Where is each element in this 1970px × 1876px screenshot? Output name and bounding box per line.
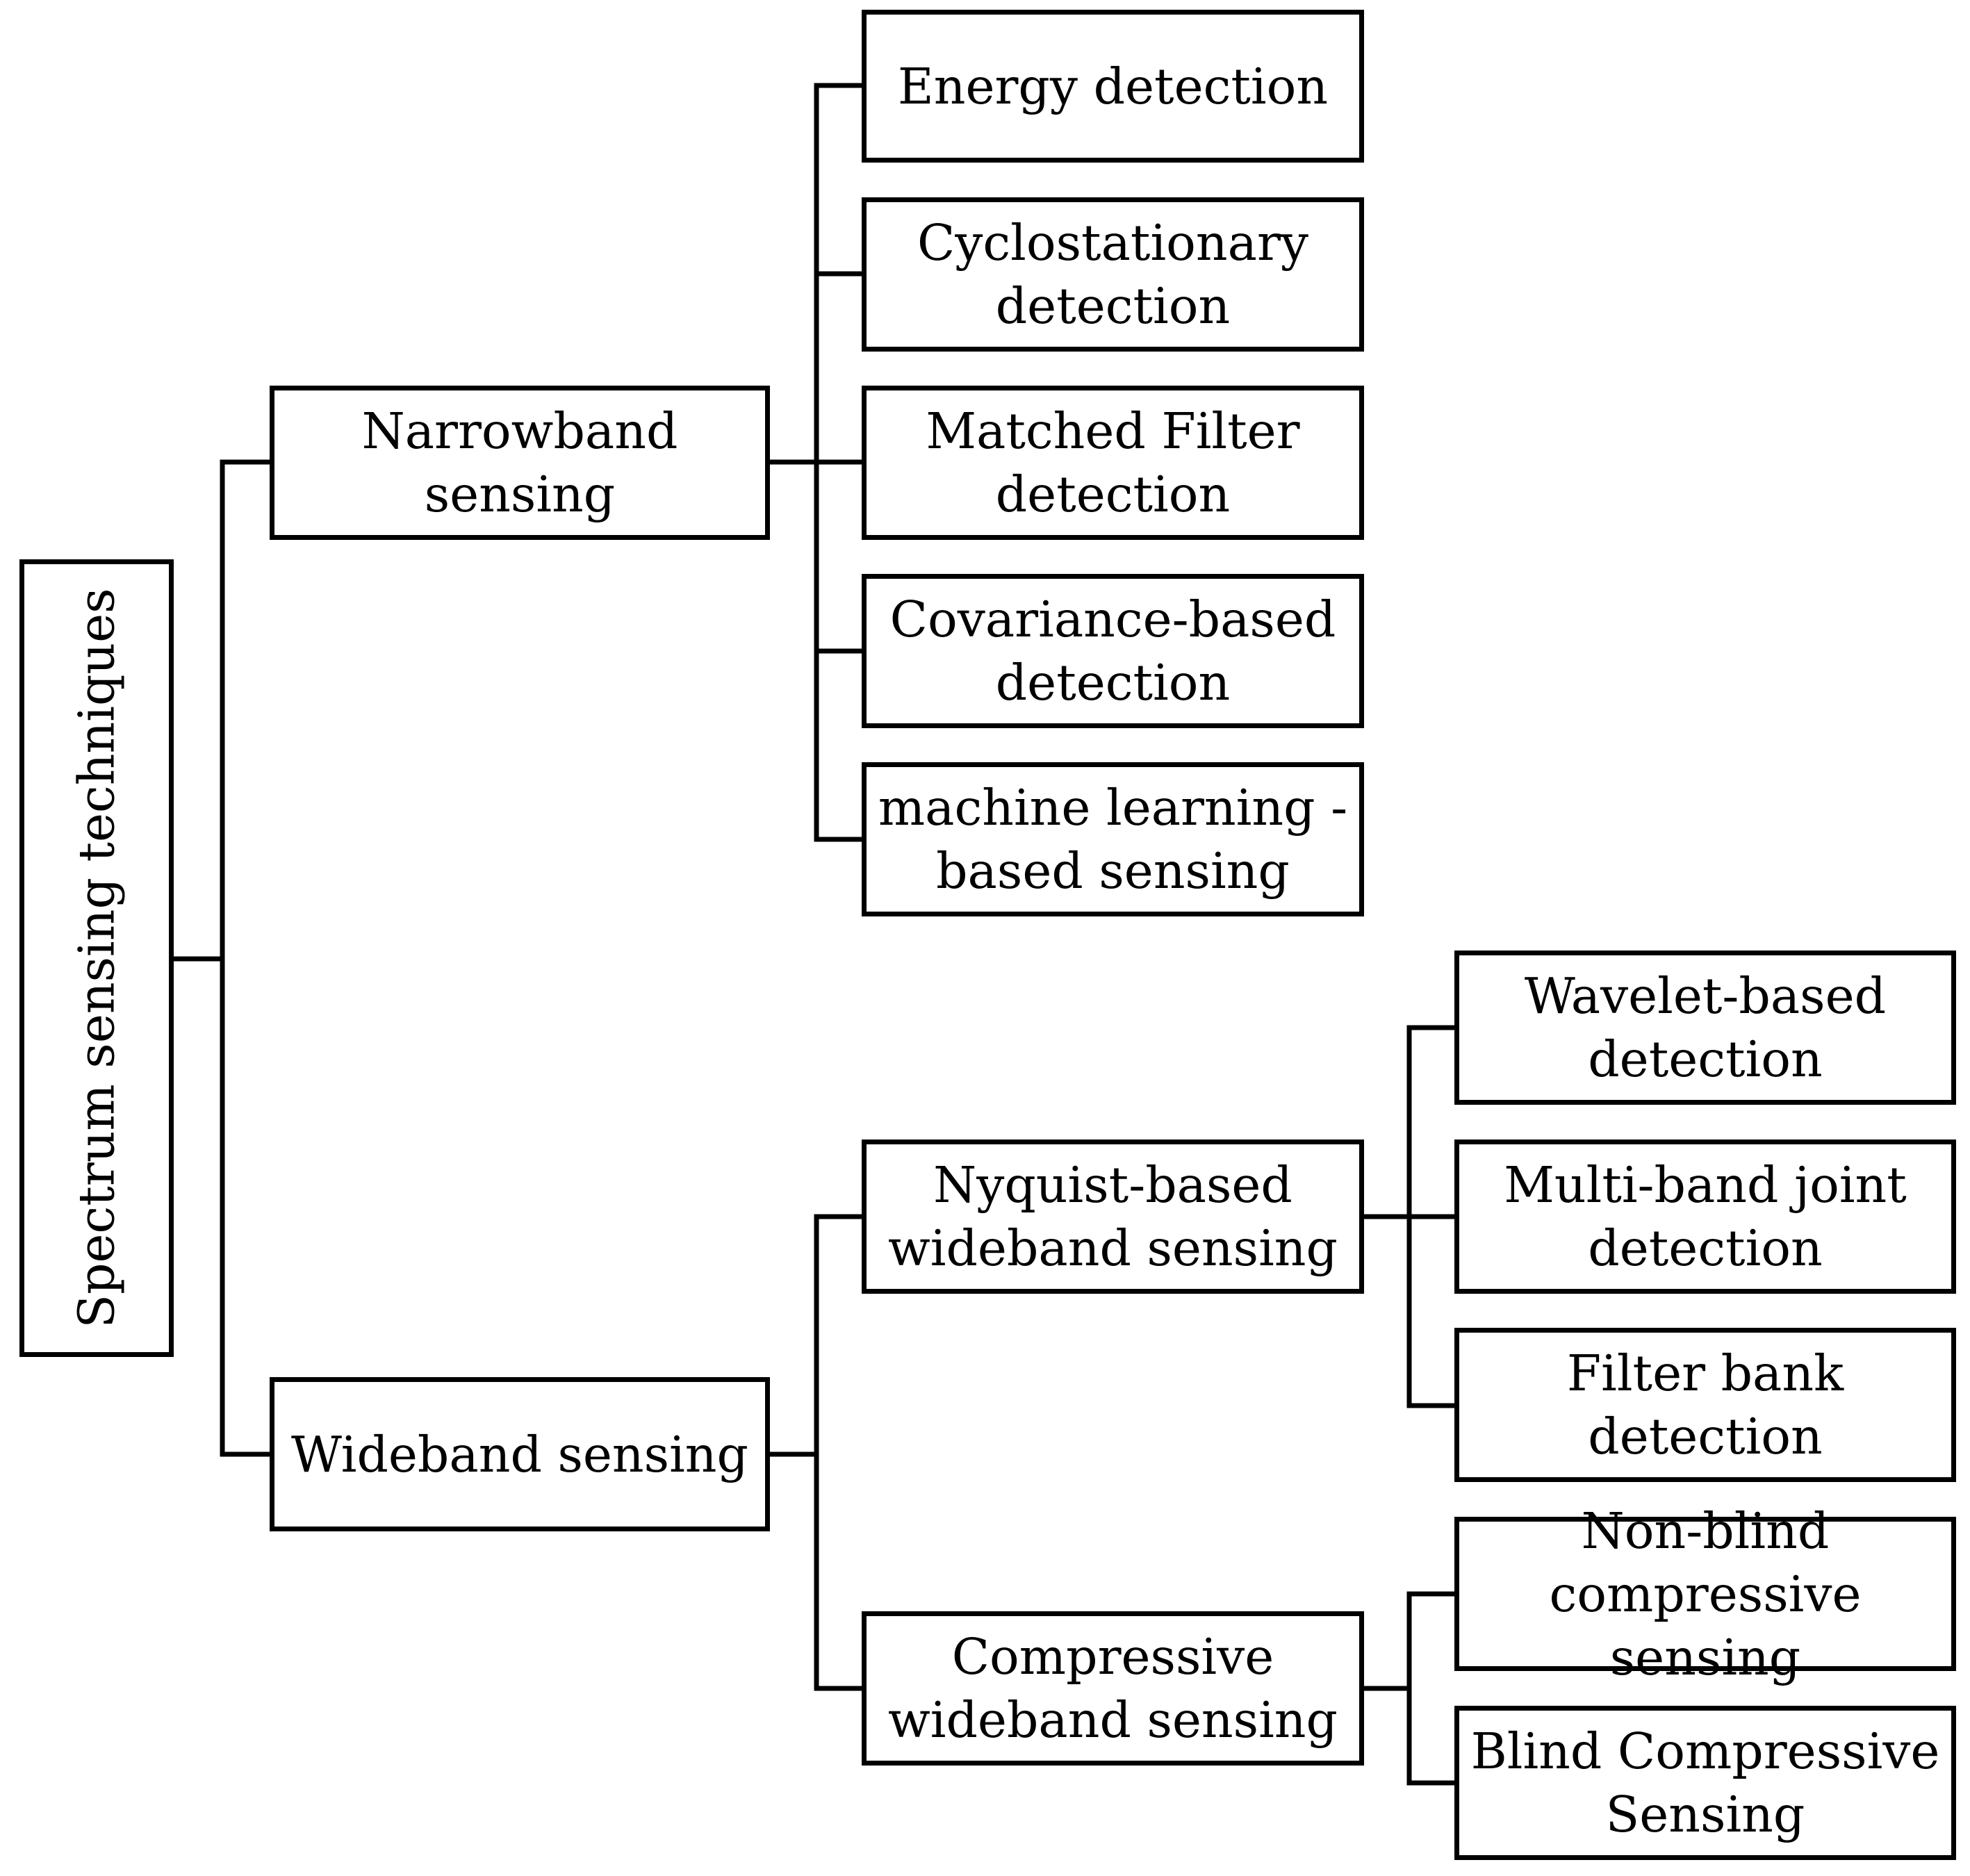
node-nyquist-based-wideband-sensing: Nyquist-based wideband sensing [862,1139,1364,1294]
node-machine-learning-based-sensing: machine learning - based sensing [862,762,1364,916]
node-covariance-based-detection: Covariance-based detection [862,574,1364,728]
root-node-label: Spectrum sensing techniques [67,588,126,1328]
node-cyclostationary-detection: Cyclostationary detection [862,197,1364,352]
node-energy-detection: Energy detection [862,10,1364,163]
node-wideband-sensing: Wideband sensing [270,1377,770,1531]
node-filter-bank-detection: Filter bank detection [1454,1328,1956,1482]
node-compressive-wideband-sensing: Compressive wideband sensing [862,1611,1364,1766]
node-non-blind-compressive-sensing: Non-blind compressive sensing [1454,1502,1956,1686]
root-node-spectrum-sensing-techniques: Spectrum sensing techniques [19,559,174,1357]
node-narrowband-sensing: Narrowband sensing [270,386,770,540]
node-wavelet-based-detection: Wavelet-based detection [1454,951,1956,1105]
node-blind-compressive-sensing: Blind Compressive Sensing [1454,1706,1956,1860]
node-matched-filter-detection: Matched Filter detection [862,386,1364,540]
node-multi-band-joint-detection: Multi-band joint detection [1454,1139,1956,1294]
